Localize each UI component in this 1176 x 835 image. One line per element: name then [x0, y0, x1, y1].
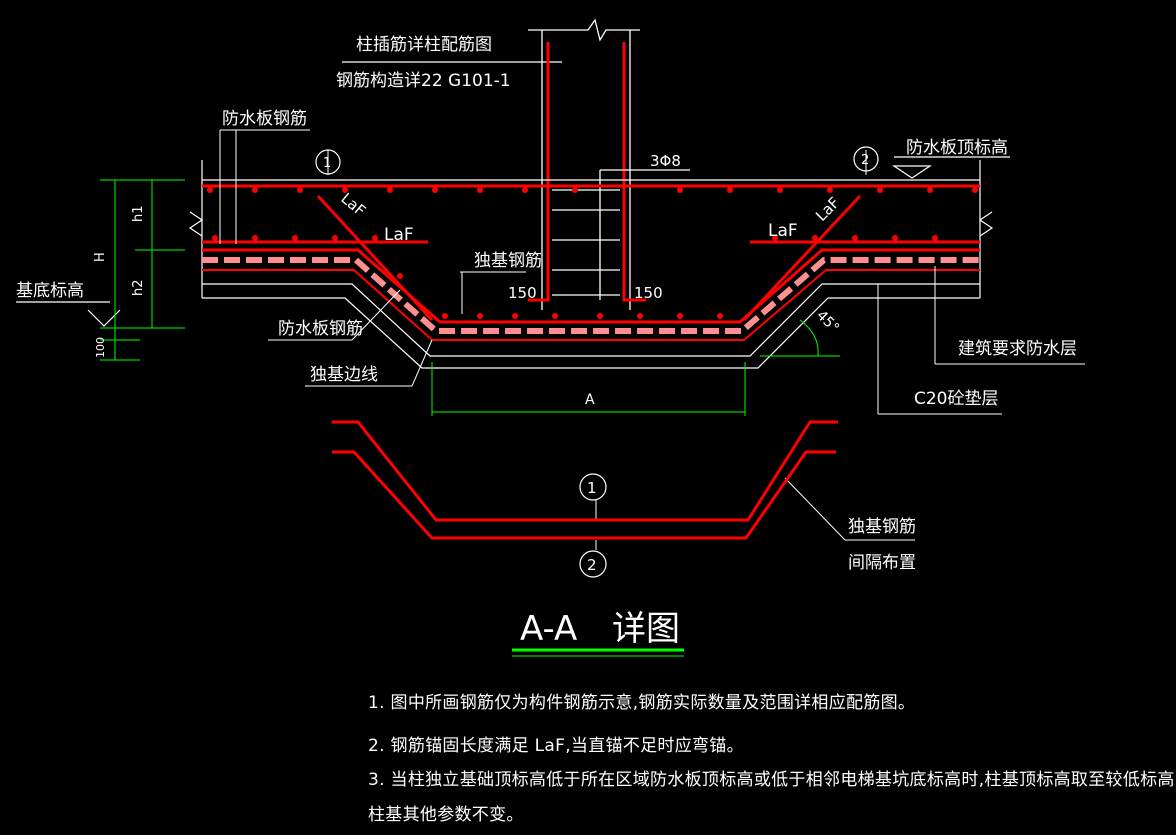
- marker-circles: [315, 146, 879, 578]
- footing-bottom-rebar: [202, 248, 980, 341]
- laf-label-left: LaF: [384, 225, 414, 245]
- dim-100: 100: [94, 337, 107, 358]
- top-slab-rebar: [202, 184, 980, 322]
- marker-1-top: 1: [323, 156, 331, 171]
- column-rebar: [528, 42, 646, 302]
- angle-label: 45°: [813, 308, 842, 337]
- laf-label-right: LaF: [768, 221, 798, 241]
- column-stirrups: [552, 169, 690, 300]
- left-dimensions: [100, 179, 185, 361]
- footing-rebar-spacing-label-1: 独基钢筋: [848, 517, 916, 537]
- note-4: 柱基其他参数不变。: [368, 805, 524, 825]
- leader-lines: [219, 129, 1085, 550]
- marker-1-bottom: 1: [587, 479, 597, 497]
- cushion-label: C20砼垫层: [914, 389, 999, 409]
- rebar-detail-ref: 钢筋构造详22 G101-1: [336, 71, 511, 91]
- slab-outline: [201, 160, 981, 369]
- waterproof-top-elev-label: 防水板顶标高: [906, 138, 1008, 158]
- waterproof-rebar-label-top: 防水板钢筋: [222, 109, 307, 129]
- dim-h2: h2: [131, 279, 146, 296]
- section-title: A-A: [520, 609, 577, 649]
- dimension-a: [431, 362, 746, 416]
- footing-rebar-spacing-label-2: 间隔布置: [848, 553, 916, 573]
- stirrup-label: 3Φ8: [650, 152, 681, 170]
- detail-title: A-A 详图: [512, 609, 684, 657]
- dim-h1: h1: [131, 205, 146, 222]
- dim-h: H: [93, 252, 108, 262]
- base-elev-label: 基底标高: [16, 281, 84, 301]
- dim-150-right: 150: [634, 284, 663, 302]
- waterproof-rebar-label-bottom: 防水板钢筋: [278, 319, 363, 339]
- waterproof-layer-label: 建筑要求防水层: [958, 339, 1077, 359]
- laf-label-diag-left: LaF: [337, 189, 369, 220]
- column-dowel-label: 柱插筋详柱配筋图: [356, 35, 492, 55]
- footing-rebar-shape-2: [332, 450, 836, 540]
- rebar-dots: [207, 187, 978, 319]
- note-3: 3. 当柱独立基础顶标高低于所在区域防水板顶标高或低于相邻电梯基坑底标高时,柱基…: [368, 770, 1176, 790]
- detail-title-text: 详图: [612, 609, 680, 649]
- marker-2-top: 2: [861, 153, 869, 168]
- dim-150-left: 150: [508, 284, 537, 302]
- marker-2-bottom: 2: [587, 556, 597, 574]
- break-marks: [188, 211, 994, 237]
- note-1: 1. 图中所画钢筋仅为构件钢筋示意,钢筋实际数量及范围详相应配筋图。: [368, 693, 916, 713]
- angle-arc: [760, 319, 840, 357]
- footing-rebar-shape-1: [332, 420, 838, 522]
- footing-rebar-label: 独基钢筋: [474, 251, 542, 271]
- drawing-labels: 柱插筋详柱配筋图 钢筋构造详22 G101-1 防水板钢筋 防水板顶标高 3Φ8…: [16, 35, 1077, 574]
- note-2: 2. 钢筋锚固长度满足 LaF,当直锚不足时应弯锚。: [368, 736, 744, 756]
- dim-a-label: A: [585, 392, 595, 408]
- footing-edge-label: 独基边线: [310, 365, 378, 385]
